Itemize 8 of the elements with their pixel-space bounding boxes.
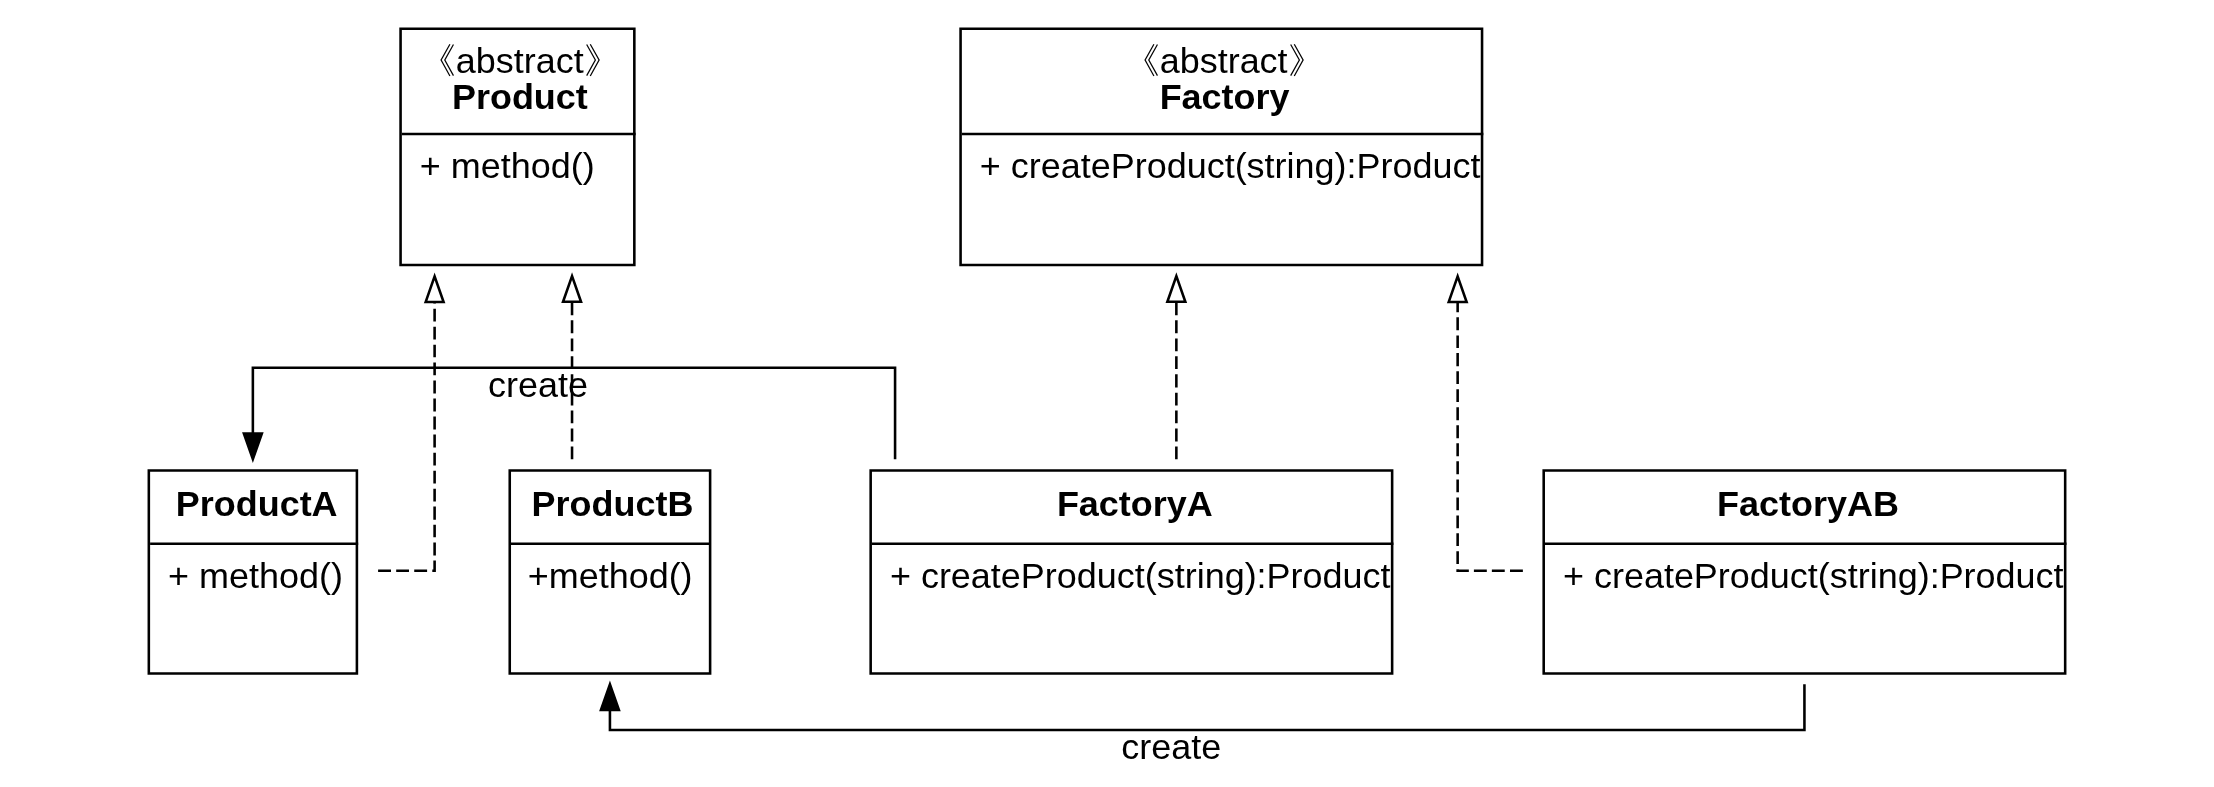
edge-label: create: [488, 363, 588, 405]
arrow: [242, 366, 897, 464]
edge-label: create: [1121, 725, 1222, 767]
arrow: [1446, 272, 1523, 573]
arrow: [599, 680, 1806, 732]
arrow: [561, 272, 583, 460]
arrow: [378, 272, 446, 573]
arrow: [1165, 272, 1188, 460]
